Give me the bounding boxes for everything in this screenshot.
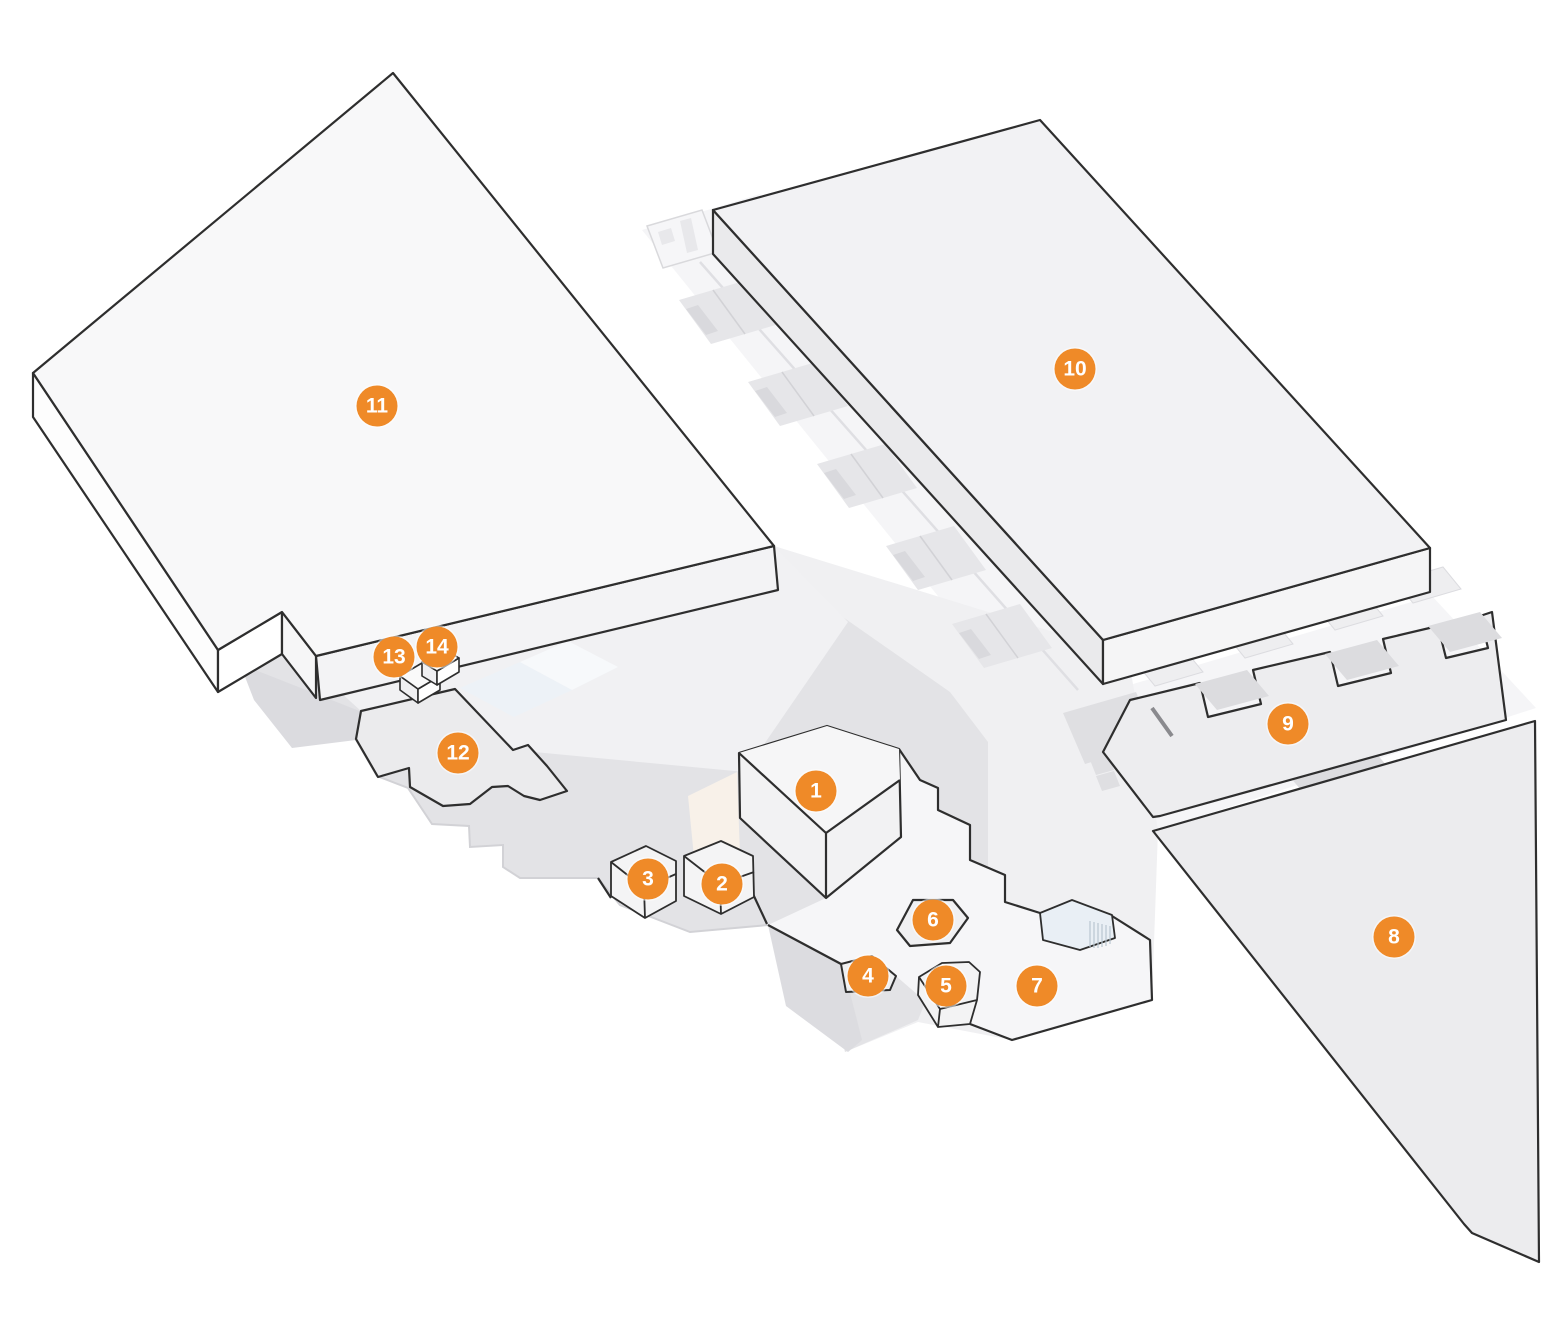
map-marker-9[interactable]: 9 xyxy=(1267,703,1309,745)
map-marker-number: 14 xyxy=(425,635,449,659)
glass-hexagon-hatching xyxy=(1089,921,1111,948)
map-marker-1[interactable]: 1 xyxy=(795,770,837,812)
map-marker-number: 6 xyxy=(927,908,939,932)
map-marker-number: 11 xyxy=(365,394,389,418)
map-marker-number: 3 xyxy=(642,867,654,891)
region9-wall-segment xyxy=(1150,706,1174,738)
ground-shade-left xyxy=(240,664,362,748)
groundfloor-outline xyxy=(597,748,1154,1042)
map-marker-number: 8 xyxy=(1388,925,1400,949)
glass-roof-west-b xyxy=(520,641,618,690)
walkway-planter-dividers xyxy=(712,289,1019,659)
map-marker-11[interactable]: 11 xyxy=(356,385,398,427)
region9-notch-planters xyxy=(1195,612,1502,710)
pavilion-1-edges xyxy=(738,752,901,898)
map-marker-5[interactable]: 5 xyxy=(925,965,967,1007)
map-marker-2[interactable]: 2 xyxy=(701,863,743,905)
building-11-roof xyxy=(31,71,776,658)
walkway-planter-tabs xyxy=(686,305,991,659)
service-quad-small-b xyxy=(1096,771,1120,791)
map-marker-14[interactable]: 14 xyxy=(416,626,458,668)
map-marker-13[interactable]: 13 xyxy=(373,636,415,678)
map-marker-10[interactable]: 10 xyxy=(1054,348,1096,390)
map-marker-8[interactable]: 8 xyxy=(1373,916,1415,958)
map-marker-number: 12 xyxy=(446,741,470,765)
map-marker-number: 13 xyxy=(382,645,406,669)
building-8 xyxy=(1151,719,1541,1264)
map-marker-number: 7 xyxy=(1031,974,1043,998)
glass-roof-west-a xyxy=(460,662,572,717)
map-marker-12[interactable]: 12 xyxy=(437,732,479,774)
map-marker-3[interactable]: 3 xyxy=(627,858,669,900)
map-marker-7[interactable]: 7 xyxy=(1016,965,1058,1007)
map-marker-number: 4 xyxy=(862,964,874,988)
glass-hexagon-roof xyxy=(1039,899,1116,951)
stair-platform-detail xyxy=(646,209,719,269)
glass-hexagon xyxy=(1039,899,1116,951)
map-marker-6[interactable]: 6 xyxy=(912,899,954,941)
map-marker-number: 1 xyxy=(810,779,822,803)
map-marker-number: 5 xyxy=(940,974,952,998)
map-marker-number: 2 xyxy=(716,872,728,896)
ground-shade-lower xyxy=(768,925,862,1052)
plaza-edge-steps xyxy=(354,737,769,934)
map-marker-number: 10 xyxy=(1063,357,1087,381)
map-marker-number: 9 xyxy=(1282,712,1294,736)
map-marker-4[interactable]: 4 xyxy=(847,955,889,997)
